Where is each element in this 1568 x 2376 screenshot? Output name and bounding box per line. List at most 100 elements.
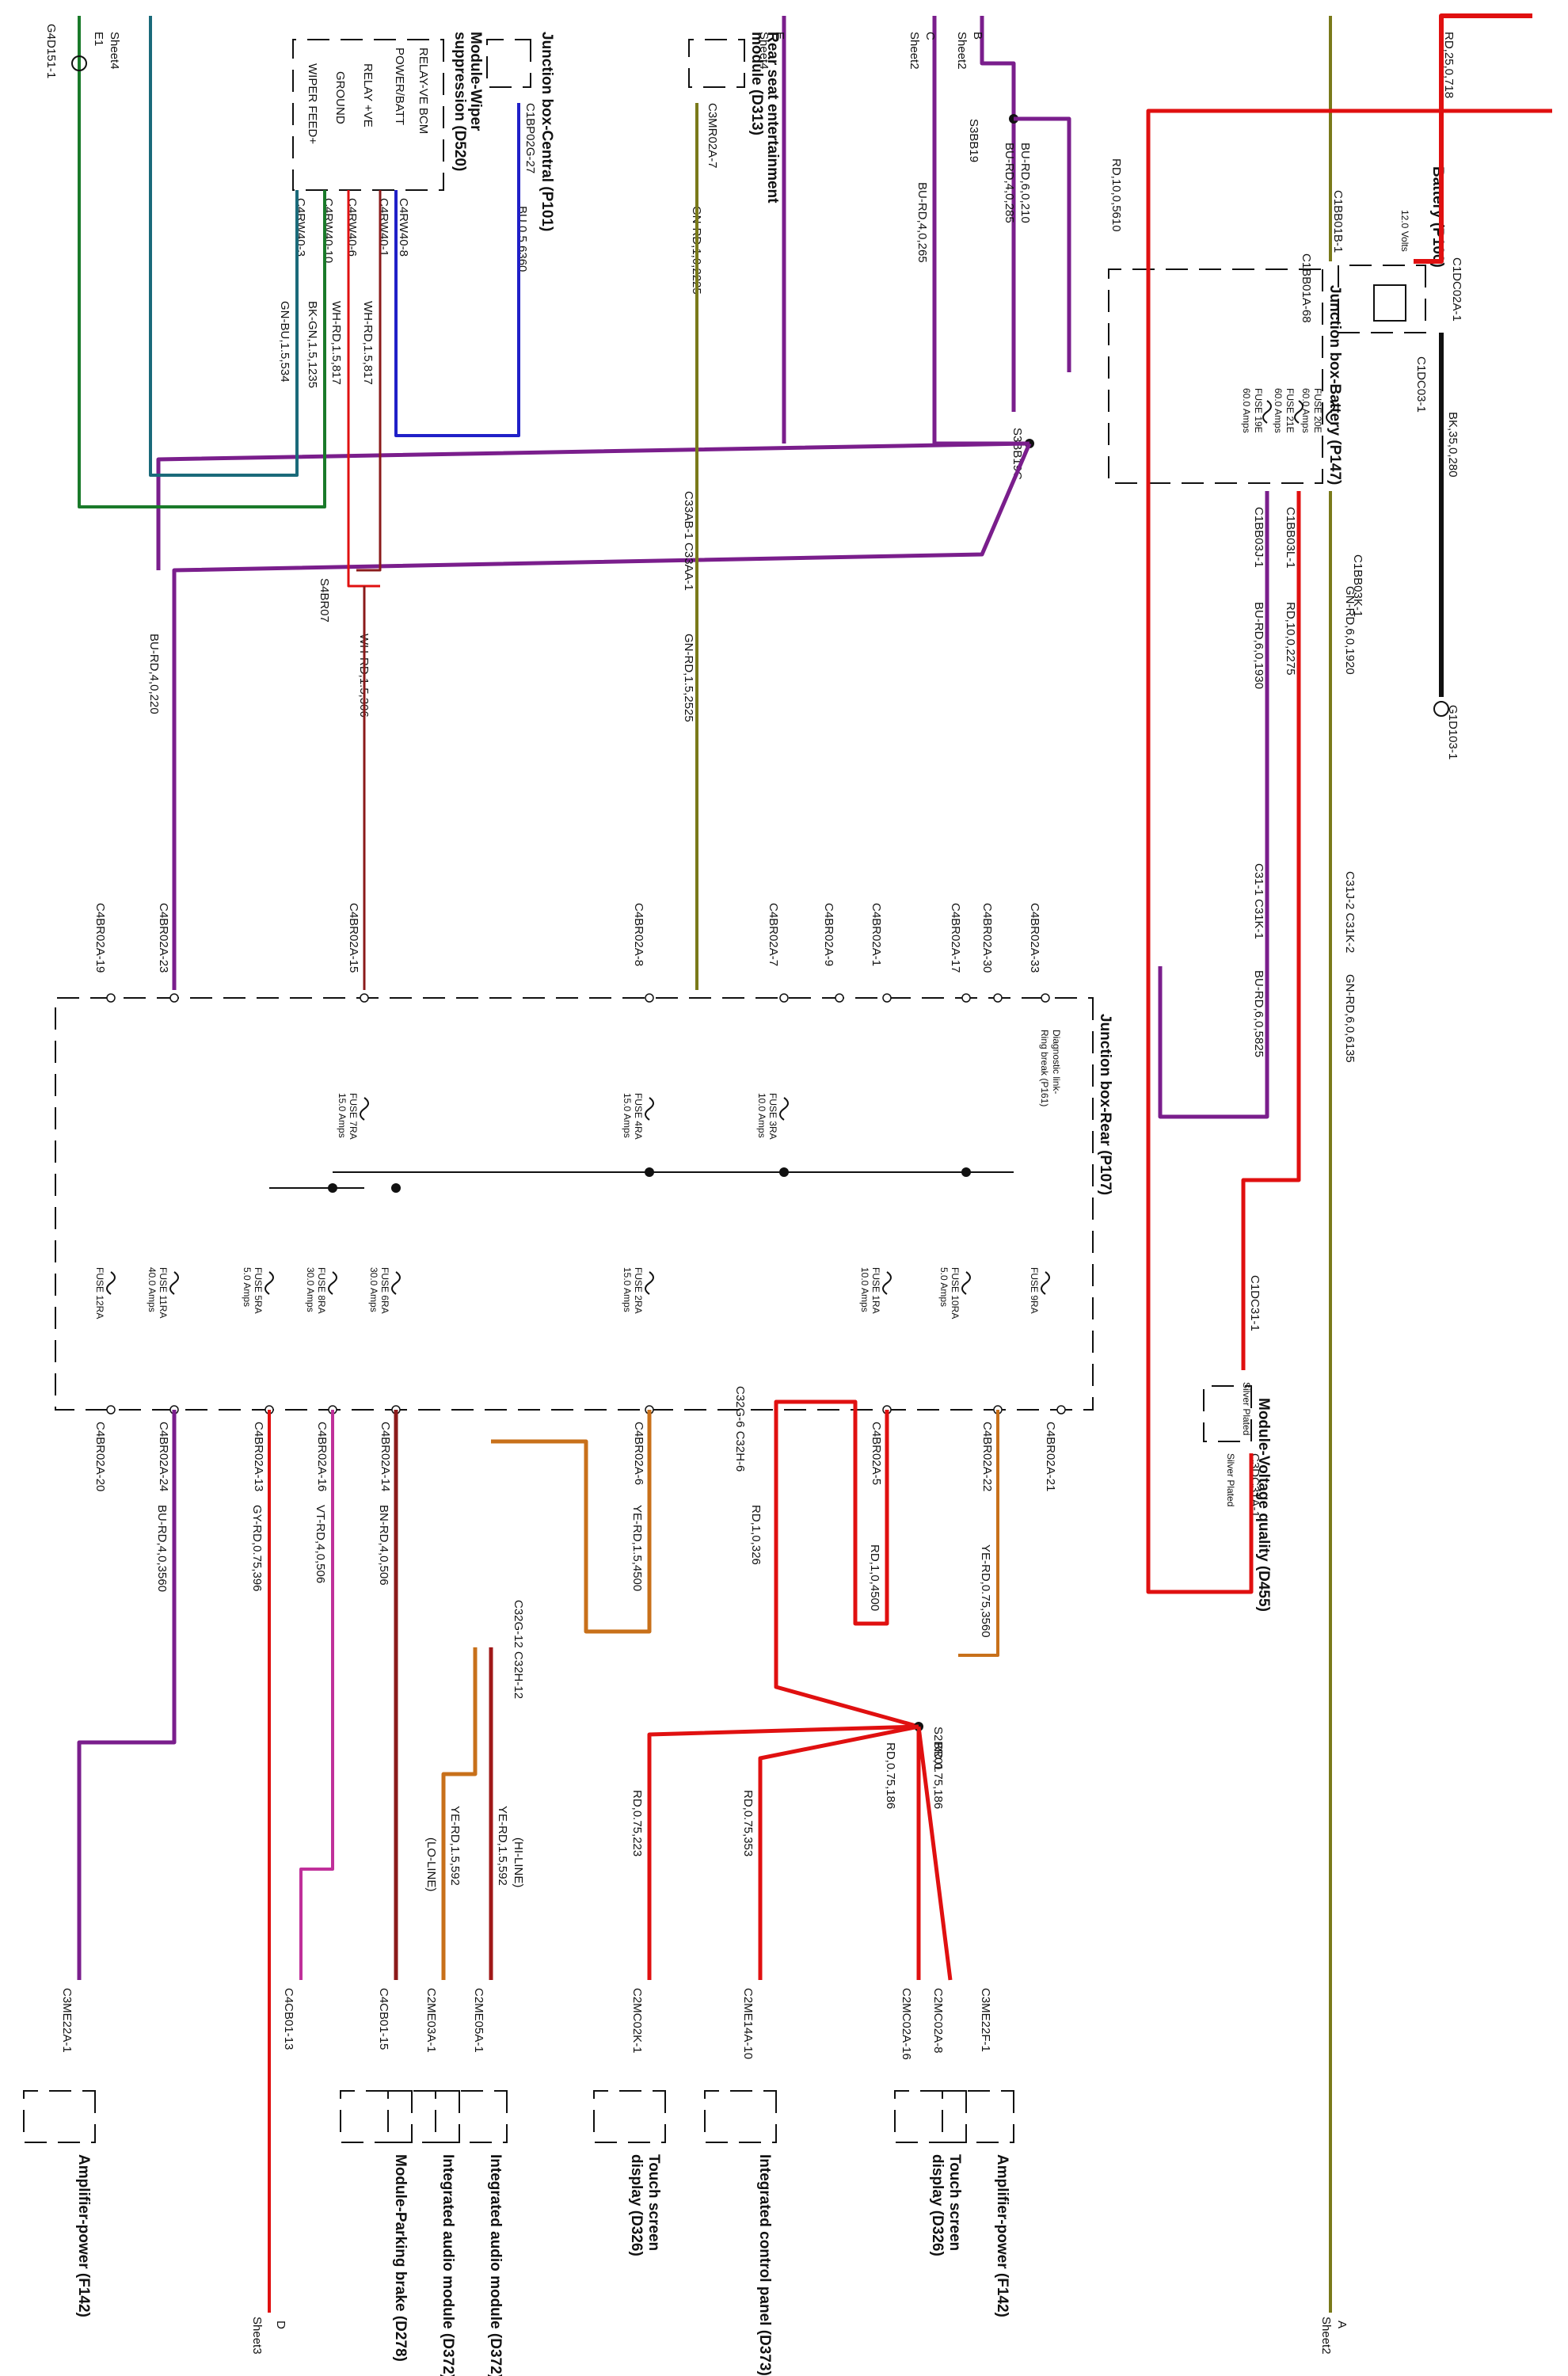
fuse-f8ra-label: FUSE 8RA <box>316 1267 327 1314</box>
conn-c2me03a1: C2ME03A-1 <box>424 1988 438 2053</box>
conn-c33ab1: C33AB-1 C33AA-1 <box>682 491 695 591</box>
wire-label-rd1-326: RD,1,0,326 <box>749 1505 763 1565</box>
fuse-f9ra-label: FUSE 9RA <box>1029 1267 1040 1314</box>
wire-label-burd4-285: BU-RD,4,0,285 <box>1003 143 1016 223</box>
module-title-touch_screen_2a: Touch screen <box>946 2154 963 2251</box>
battery-box <box>1338 265 1426 333</box>
conn-c4br02a1: C4BR02A-1 <box>870 903 883 966</box>
fuse-f2ra-label: FUSE 2RA <box>633 1267 644 1314</box>
pin-c4br02a30 <box>993 993 1003 1003</box>
sheet-b-name: Sheet2 <box>955 32 969 70</box>
pin-c4br02a7 <box>779 993 789 1003</box>
wire-label-gnbu15-534: GN-BU,1.5,534 <box>278 301 291 383</box>
wire-gnbu <box>149 16 299 477</box>
fuse-f2ra-amps: 15.0 Amps <box>622 1267 633 1312</box>
voltage-quality-title: Module-Voltage quality (D455) <box>1255 1398 1272 1612</box>
conn-c4br02a33: C4BR02A-33 <box>1028 903 1041 973</box>
pin-c4br02a21 <box>1056 1405 1066 1415</box>
wiper-box <box>292 39 444 191</box>
fuse-f11ra-amps: 40.0 Amps <box>147 1267 158 1312</box>
fuse-f3ra-label: FUSE 3RA <box>767 1093 778 1140</box>
fuse-f6ra-label: FUSE 6RA <box>379 1267 390 1314</box>
conn-c4br02a30: C4BR02A-30 <box>980 903 994 973</box>
wire-label-rd10-2275: RD,10,0,2275 <box>1284 602 1297 676</box>
wire-label-rd1-4500: RD,1,0,4500 <box>868 1544 881 1611</box>
conn-c1bb03l1: C1BB03L-1 <box>1284 507 1297 569</box>
wire-rd075-186a <box>916 1726 953 1981</box>
sheet-c-name: Sheet2 <box>908 32 921 70</box>
ground-symbol <box>1433 701 1449 717</box>
fuse-f3ra <box>779 1097 789 1121</box>
conn-c2mc02k1: C2MC02K-1 <box>630 1988 644 2054</box>
pin-c4br02a1 <box>882 993 892 1003</box>
fuse-19e-amps: 60.0 Amps <box>1241 388 1252 433</box>
jb-rear-box <box>55 997 1094 1411</box>
conn-c4br02a17: C4BR02A-17 <box>949 903 962 973</box>
conn-c4rw408: C4RW40-8 <box>397 198 410 257</box>
fuse-f10ra <box>961 1271 971 1295</box>
wire-bu05 <box>394 103 520 437</box>
fuse-f6ra <box>391 1271 401 1295</box>
wire-yerd075 <box>958 1410 999 1657</box>
pin-c4br02a9 <box>835 993 844 1003</box>
fuse-f11ra <box>169 1271 179 1295</box>
wire-rd075-353 <box>758 1724 919 1980</box>
fuse-21e-label: FUSE 21E <box>1284 388 1296 433</box>
wire-label-burd4-3560: BU-RD,4,0,3560 <box>155 1505 169 1592</box>
fuse-f7ra-amps: 15.0 Amps <box>337 1093 348 1138</box>
jb-central-title: Junction box-Central (P101) <box>539 32 555 231</box>
conn-c4br02a8: C4BR02A-8 <box>632 903 645 966</box>
fuse-f10ra-label: FUSE 10RA <box>950 1267 961 1319</box>
conn-c4br02a13: C4BR02A-13 <box>252 1422 265 1491</box>
module-box-c2me03a1 <box>387 2090 460 2143</box>
module-title-iam_1: Integrated audio module (D372) <box>440 2154 456 2376</box>
fuse-f1ra-amps: 10.0 Amps <box>859 1267 870 1312</box>
sheet-e-name: Sheet4 <box>757 32 771 70</box>
conn-c32g12: C32G-12 C32H-12 <box>512 1600 525 1699</box>
voltage-quality-box <box>1203 1385 1252 1442</box>
sheet-e-letter: E <box>773 32 786 40</box>
module-title-iam_2: Integrated audio module (D372) <box>487 2154 504 2376</box>
module-title-touch_screen_2b: display (D326) <box>929 2154 946 2256</box>
wire-label-gyrd075-396: GY-RD,0.75,396 <box>250 1505 264 1592</box>
module-title-touch_screen_1a: Touch screen <box>645 2154 662 2251</box>
wire-yerd15-592b <box>441 1647 478 1980</box>
module-box-c2me05a1 <box>435 2090 508 2143</box>
diag-link-1: Diagnostic link- <box>1051 1030 1062 1094</box>
module-box-c3me22f1 <box>942 2090 1014 2143</box>
conn-c4br02a6: C4BR02A-6 <box>632 1422 645 1485</box>
module-title-touch_screen_1b: display (D326) <box>628 2154 645 2256</box>
wiper-pin-wiper-feed: WIPER FEED+ <box>306 63 319 144</box>
fuse-f5ra-amps: 5.0 Amps <box>242 1267 253 1307</box>
wire-label-rd075-186b: RD,0.75,186 <box>884 1742 897 1809</box>
fuse-f8ra <box>328 1271 337 1295</box>
wire-label-rd075-223: RD,0.75,223 <box>630 1790 644 1856</box>
conn-c1bb03k1: C1BB03K-1 <box>1351 554 1364 617</box>
wiper-pin-power-batt: POWER/BATT <box>393 48 406 125</box>
wire-rd1 <box>774 1399 921 1980</box>
wire-label-gnrd15-2525: GN-RD,1.5,2525 <box>682 634 695 722</box>
wire-label-vtrd4-506: VT-RD,4,0,506 <box>314 1505 327 1583</box>
conn-c4br02a24: C4BR02A-24 <box>157 1422 170 1491</box>
pin-c4br02a23 <box>169 993 179 1003</box>
wire-b <box>980 16 1016 412</box>
wire-vtrd <box>299 1410 334 1980</box>
conn-c4br02a14: C4BR02A-14 <box>379 1422 392 1491</box>
jb-battery-box <box>1108 268 1323 484</box>
wire-label-burd6-1930: BU-RD,6,0,1930 <box>1252 602 1265 689</box>
splice-s3bb19: S3BB19 <box>967 119 980 162</box>
conn-c4br02a19: C4BR02A-19 <box>93 903 107 973</box>
conn-c4br02a5: C4BR02A-5 <box>870 1422 883 1485</box>
bus-dot-1 <box>961 1167 971 1177</box>
sheet-d-name: Sheet3 <box>250 2317 264 2355</box>
conn-c31k1: C31-1 C31K-1 <box>1252 863 1265 939</box>
fuse-f2ra <box>645 1271 654 1295</box>
jb-rear-title: Junction box-Rear (P107) <box>1097 1014 1113 1195</box>
wire-label-lo-line: (LO-LINE) <box>424 1837 438 1891</box>
splice-s2br01-label: S2BR01 <box>931 1727 945 1771</box>
wire-label-rd10-5610: RD,10,0,5610 <box>1109 158 1123 232</box>
conn-c4br02a22: C4BR02A-22 <box>980 1422 994 1491</box>
wire-label-burd6-5825: BU-RD,6,0,5825 <box>1252 970 1265 1057</box>
conn-c4br02a15: C4BR02A-15 <box>347 903 360 973</box>
fuse-f6ra-amps: 30.0 Amps <box>368 1267 379 1312</box>
